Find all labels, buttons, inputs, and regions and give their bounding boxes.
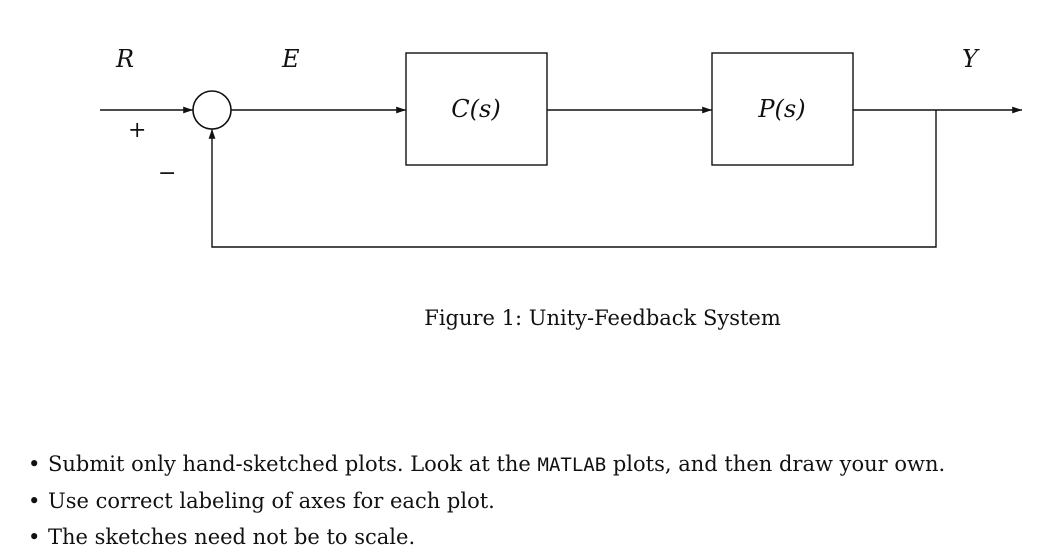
reference-signal-label: R bbox=[115, 45, 134, 73]
instructions-list: • Submit only hand-sketched plots. Look a… bbox=[28, 446, 945, 555]
list-item-text: Use correct labeling of axes for each pl… bbox=[48, 489, 495, 513]
minus-sign: − bbox=[158, 161, 176, 186]
summing-junction bbox=[192, 90, 232, 130]
list-item: • Use correct labeling of axes for each p… bbox=[28, 483, 945, 519]
block-diagram: R E Y + − C(s) P(s) bbox=[100, 45, 1022, 248]
list-item-text: The sketches need not be to scale. bbox=[48, 525, 416, 549]
feedback-path-arrow bbox=[208, 110, 937, 248]
list-item-text: Submit only hand-sketched plots. Look at… bbox=[48, 452, 538, 476]
plus-sign: + bbox=[128, 118, 146, 143]
controller-block bbox=[405, 52, 548, 166]
list-item: • Submit only hand-sketched plots. Look a… bbox=[28, 446, 945, 483]
matlab-code-text: MATLAB bbox=[537, 454, 607, 476]
controller-block-label: C(s) bbox=[451, 95, 500, 123]
error-signal-label: E bbox=[281, 45, 300, 73]
figure-caption: Figure 1: Unity-Feedback System bbox=[424, 306, 781, 330]
plant-block bbox=[711, 52, 854, 166]
plant-block-label: P(s) bbox=[757, 95, 805, 123]
output-signal-label: Y bbox=[962, 45, 980, 73]
bullet-icon: • bbox=[28, 525, 41, 549]
bullet-icon: • bbox=[28, 489, 41, 513]
bullet-icon: • bbox=[28, 452, 41, 476]
list-item: • The sketches need not be to scale. bbox=[28, 519, 945, 555]
list-item-text: plots, and then draw your own. bbox=[606, 452, 946, 476]
